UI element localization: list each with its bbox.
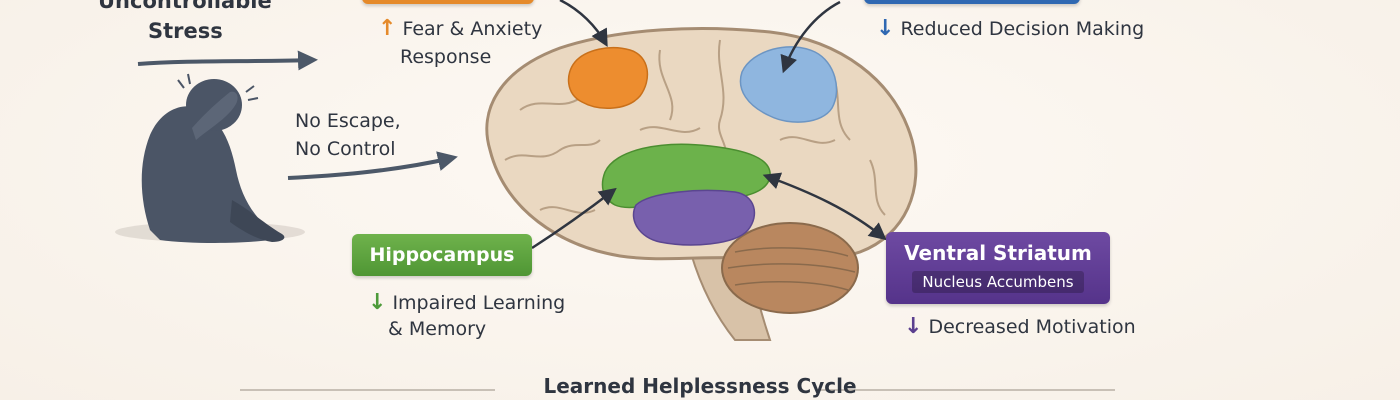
ventral-striatum-label: Ventral Striatum: [904, 241, 1092, 265]
amygdala-effect-line2: Response: [400, 46, 492, 68]
condition-line2: No Control: [295, 138, 396, 160]
ventral-striatum-effect-text: Decreased Motivation: [928, 316, 1136, 338]
stress-mark-left: [177, 73, 191, 89]
hippocampus-effect-text: Impaired Learning: [392, 292, 566, 314]
amygdala-label-box: [362, 0, 534, 4]
up-arrow-icon: ↑: [378, 16, 397, 41]
prefrontal-effect: ↓Reduced Decision Making: [876, 16, 1144, 42]
no-control-arrow: [287, 151, 458, 180]
hippocampus-pointer: [531, 187, 617, 250]
crouching-person-figure: [141, 79, 285, 244]
down-arrow-icon: ↓: [876, 16, 895, 41]
hippocampus-label-box: Hippocampus: [352, 234, 532, 276]
hippocampus-effect-line1: ↓Impaired Learning: [368, 290, 565, 316]
nucleus-accumbens-sublabel: Nucleus Accumbens: [912, 271, 1084, 293]
ventral-striatum-effect: ↓Decreased Motivation: [904, 314, 1136, 340]
stress-mark-right: [245, 85, 259, 101]
amygdala-region: [567, 46, 649, 109]
prefrontal-label-box: [864, 0, 1080, 4]
ventral-striatum-region: [632, 189, 756, 246]
stressor-title-line1: Uncontrollable: [98, 0, 272, 13]
striatum-pointer: [762, 172, 887, 241]
condition-line1: No Escape,: [295, 110, 401, 132]
prefrontal-effect-text: Reduced Decision Making: [900, 18, 1145, 40]
prefrontal-region: [739, 46, 838, 123]
stressor-title-line2: Stress: [148, 19, 223, 43]
prefrontal-pointer: [780, 0, 841, 74]
ventral-striatum-label-box: Ventral Striatum Nucleus Accumbens: [886, 232, 1110, 304]
amygdala-effect-text: Fear & Anxiety: [402, 18, 543, 40]
down-arrow-icon: ↓: [368, 290, 387, 315]
hippocampus-effect-line2: & Memory: [388, 318, 487, 340]
amygdala-pointer: [559, 0, 608, 48]
stress-arrow: [137, 50, 318, 71]
amygdala-effect-line1: ↑Fear & Anxiety: [378, 16, 542, 42]
footer-title: Learned Helplessness Cycle: [543, 374, 857, 398]
down-arrow-icon: ↓: [904, 314, 923, 339]
